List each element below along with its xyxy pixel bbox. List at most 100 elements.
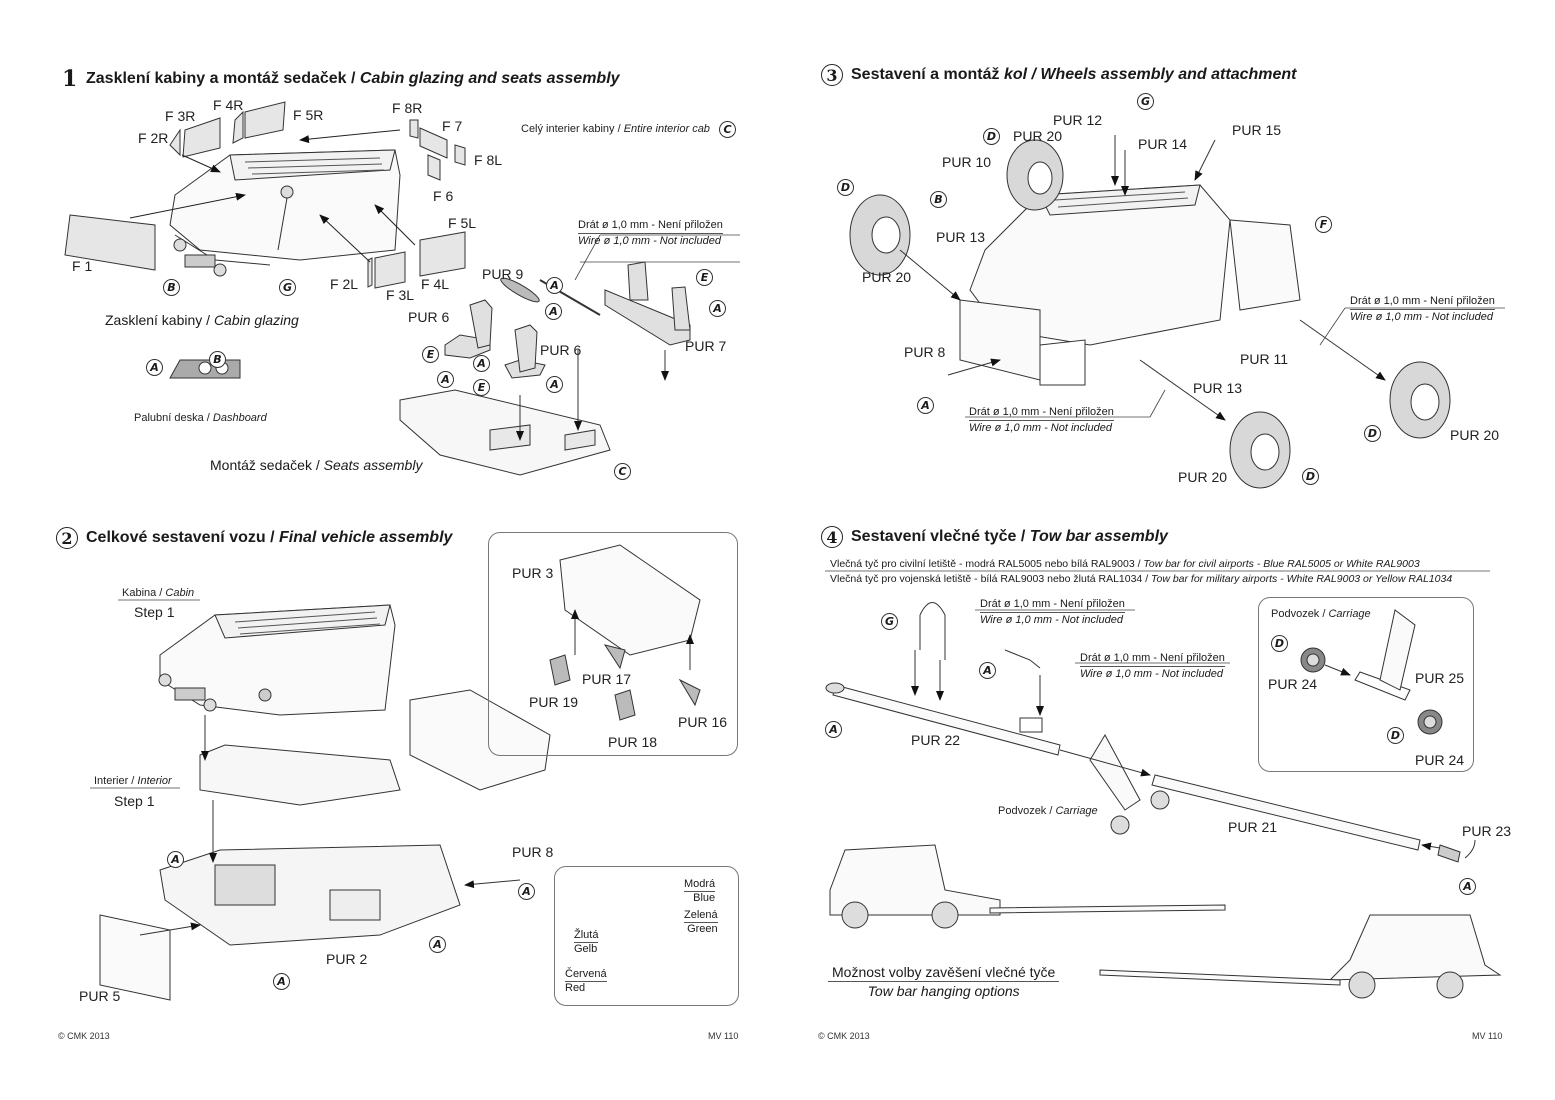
- part-label-f2r: F 2R: [138, 130, 169, 146]
- part-label-pur17: PUR 17: [582, 671, 632, 687]
- part-label-f8l: F 8L: [474, 152, 503, 168]
- wheels-drawing-s3: [849, 139, 1451, 489]
- paint-code-a-pur8-s2: A: [518, 883, 535, 900]
- cabin-drawing-s2: [158, 604, 396, 716]
- part-label-pur7: PUR 7: [685, 338, 727, 354]
- part-label-f1: F 1: [72, 258, 93, 274]
- paint-code-d-carriage-2: D: [1387, 727, 1404, 744]
- paint-code-a-rear-hub: A: [429, 936, 446, 953]
- paint-code-a-chassis: A: [167, 851, 184, 868]
- part-label-pur13-bottom: PUR 13: [1193, 380, 1243, 396]
- paint-code-f: F: [1315, 216, 1332, 233]
- paint-code-e-seat2: E: [473, 379, 490, 396]
- section-2-number: 2: [56, 527, 78, 549]
- part-label-pur19: PUR 19: [529, 694, 579, 710]
- section-3-title: 3 Sestavení a montáž kol / Wheels assemb…: [821, 64, 1297, 86]
- paint-code-c: C: [719, 121, 736, 138]
- part-label-f4l: F 4L: [421, 276, 450, 292]
- part-label-pur10: PUR 10: [942, 154, 992, 170]
- paint-code-a-wire: A: [546, 277, 563, 294]
- interior-label-s2: Interier / Interior: [94, 775, 172, 787]
- paint-code-a-seat2: A: [546, 376, 563, 393]
- interior-step-s2: Step 1: [114, 793, 155, 809]
- paint-code-a-front-hub: A: [273, 973, 290, 990]
- paint-code-g-s3: G: [1137, 93, 1154, 110]
- part-label-f8r: F 8R: [392, 100, 423, 116]
- part-label-pur21: PUR 21: [1228, 819, 1278, 835]
- part-label-pur8-s3: PUR 8: [904, 344, 946, 360]
- part-label-pur20-bottom: PUR 20: [1178, 469, 1228, 485]
- entire-interior-label: Celý interier kabiny / Entire interior c…: [521, 123, 710, 135]
- tow-bar-civil-note: Vlečná tyč pro civilní letiště - modrá R…: [830, 558, 1420, 570]
- seats-drawing: [444, 261, 691, 379]
- footer-model-left: MV 110: [708, 1031, 739, 1041]
- part-label-f6: F 6: [433, 188, 454, 204]
- footer-copyright-right: © CMK 2013: [818, 1031, 870, 1041]
- tow-bar-hanging-caption: Možnost volby zavěšení vlečné tyče Tow b…: [828, 963, 1060, 1000]
- carriage-detail-panel: [1258, 597, 1474, 772]
- paint-code-d-top-wheel: D: [983, 128, 1000, 145]
- pur3-detail-panel: [488, 532, 738, 756]
- paint-code-a-s4-eye: A: [825, 721, 842, 738]
- paint-code-a-pur23: A: [1459, 878, 1476, 895]
- part-label-f3l: F 3L: [386, 287, 415, 303]
- truck-side-view-drawings: [829, 844, 1502, 999]
- part-label-f3r: F 3R: [165, 108, 196, 124]
- section-3-number: 3: [821, 64, 843, 86]
- part-label-pur2: PUR 2: [326, 951, 368, 967]
- paint-code-b: B: [163, 279, 180, 296]
- tow-bar-military-note: Vlečná tyč pro vojenská letiště - bílá R…: [830, 573, 1453, 585]
- wire-note-s1: Drát ø 1,0 mm - Není přiložen Wire ø 1,0…: [578, 219, 723, 247]
- wire-note-s3-right: Drát ø 1,0 mm - Není přiložen Wire ø 1,0…: [1350, 295, 1495, 323]
- part-label-pur16: PUR 16: [678, 714, 728, 730]
- cabin-step-s2: Step 1: [134, 604, 175, 620]
- part-label-pur5: PUR 5: [79, 988, 121, 1004]
- section-4-title: 4 Sestavení vlečné tyče / Tow bar assemb…: [821, 526, 1168, 548]
- cabin-label-s2: Kabina / Cabin: [122, 587, 195, 599]
- wire-note-s4-g: Drát ø 1,0 mm - Není přiložen Wire ø 1,0…: [980, 598, 1125, 626]
- part-label-pur23: PUR 23: [1462, 823, 1512, 839]
- part-label-pur18: PUR 18: [608, 734, 658, 750]
- part-label-pur22: PUR 22: [911, 732, 961, 748]
- paint-code-a-dashboard: A: [146, 359, 163, 376]
- part-label-pur13-top: PUR 13: [936, 229, 986, 245]
- paint-code-d-left-wheel: D: [837, 179, 854, 196]
- wire-note-s3-left: Drát ø 1,0 mm - Není přiložen Wire ø 1,0…: [969, 406, 1114, 434]
- part-label-f4r: F 4R: [213, 97, 244, 113]
- truck-drawing-s3: [959, 184, 1301, 386]
- part-label-f7: F 7: [442, 118, 463, 134]
- part-label-f2l: F 2L: [330, 276, 359, 292]
- paint-code-a-pur9: A: [545, 303, 562, 320]
- paint-code-a-pur8-s3: A: [917, 397, 934, 414]
- rear-frame-drawing: [409, 689, 551, 791]
- part-label-pur15: PUR 15: [1232, 122, 1282, 138]
- part-label-pur12: PUR 12: [1053, 112, 1103, 128]
- paint-code-g-s4: G: [881, 613, 898, 630]
- section-1-title: 1 Zasklení kabiny a montáž sedaček / Cab…: [62, 66, 620, 92]
- paint-code-d-bottom-wheel: D: [1302, 468, 1319, 485]
- part-label-pur8-s2: PUR 8: [512, 844, 554, 860]
- paint-code-b-dashboard: B: [209, 351, 226, 368]
- paint-code-e-pur7: E: [696, 269, 713, 286]
- chassis-drawing: [159, 844, 461, 946]
- tow-bar-drawing: [825, 602, 1476, 863]
- footer-copyright-left: © CMK 2013: [58, 1031, 110, 1041]
- part-label-pur6-right: PUR 6: [540, 342, 582, 358]
- paint-code-a-pur7: A: [709, 300, 726, 317]
- paint-code-a-s4-wire: A: [979, 662, 996, 679]
- part-label-f5r: F 5R: [293, 107, 324, 123]
- paint-code-g: G: [279, 279, 296, 296]
- section-4-number: 4: [821, 526, 843, 548]
- part-label-pur24-right: PUR 24: [1415, 752, 1465, 768]
- light-colors-panel: [554, 866, 739, 1006]
- part-label-pur20-right: PUR 20: [1450, 427, 1500, 443]
- part-label-f5l: F 5L: [448, 215, 477, 231]
- pur5-drawing: [99, 914, 171, 1001]
- footer-model-right: MV 110: [1472, 1031, 1503, 1041]
- interior-drawing-s2: [199, 744, 401, 806]
- part-label-pur3: PUR 3: [512, 565, 554, 581]
